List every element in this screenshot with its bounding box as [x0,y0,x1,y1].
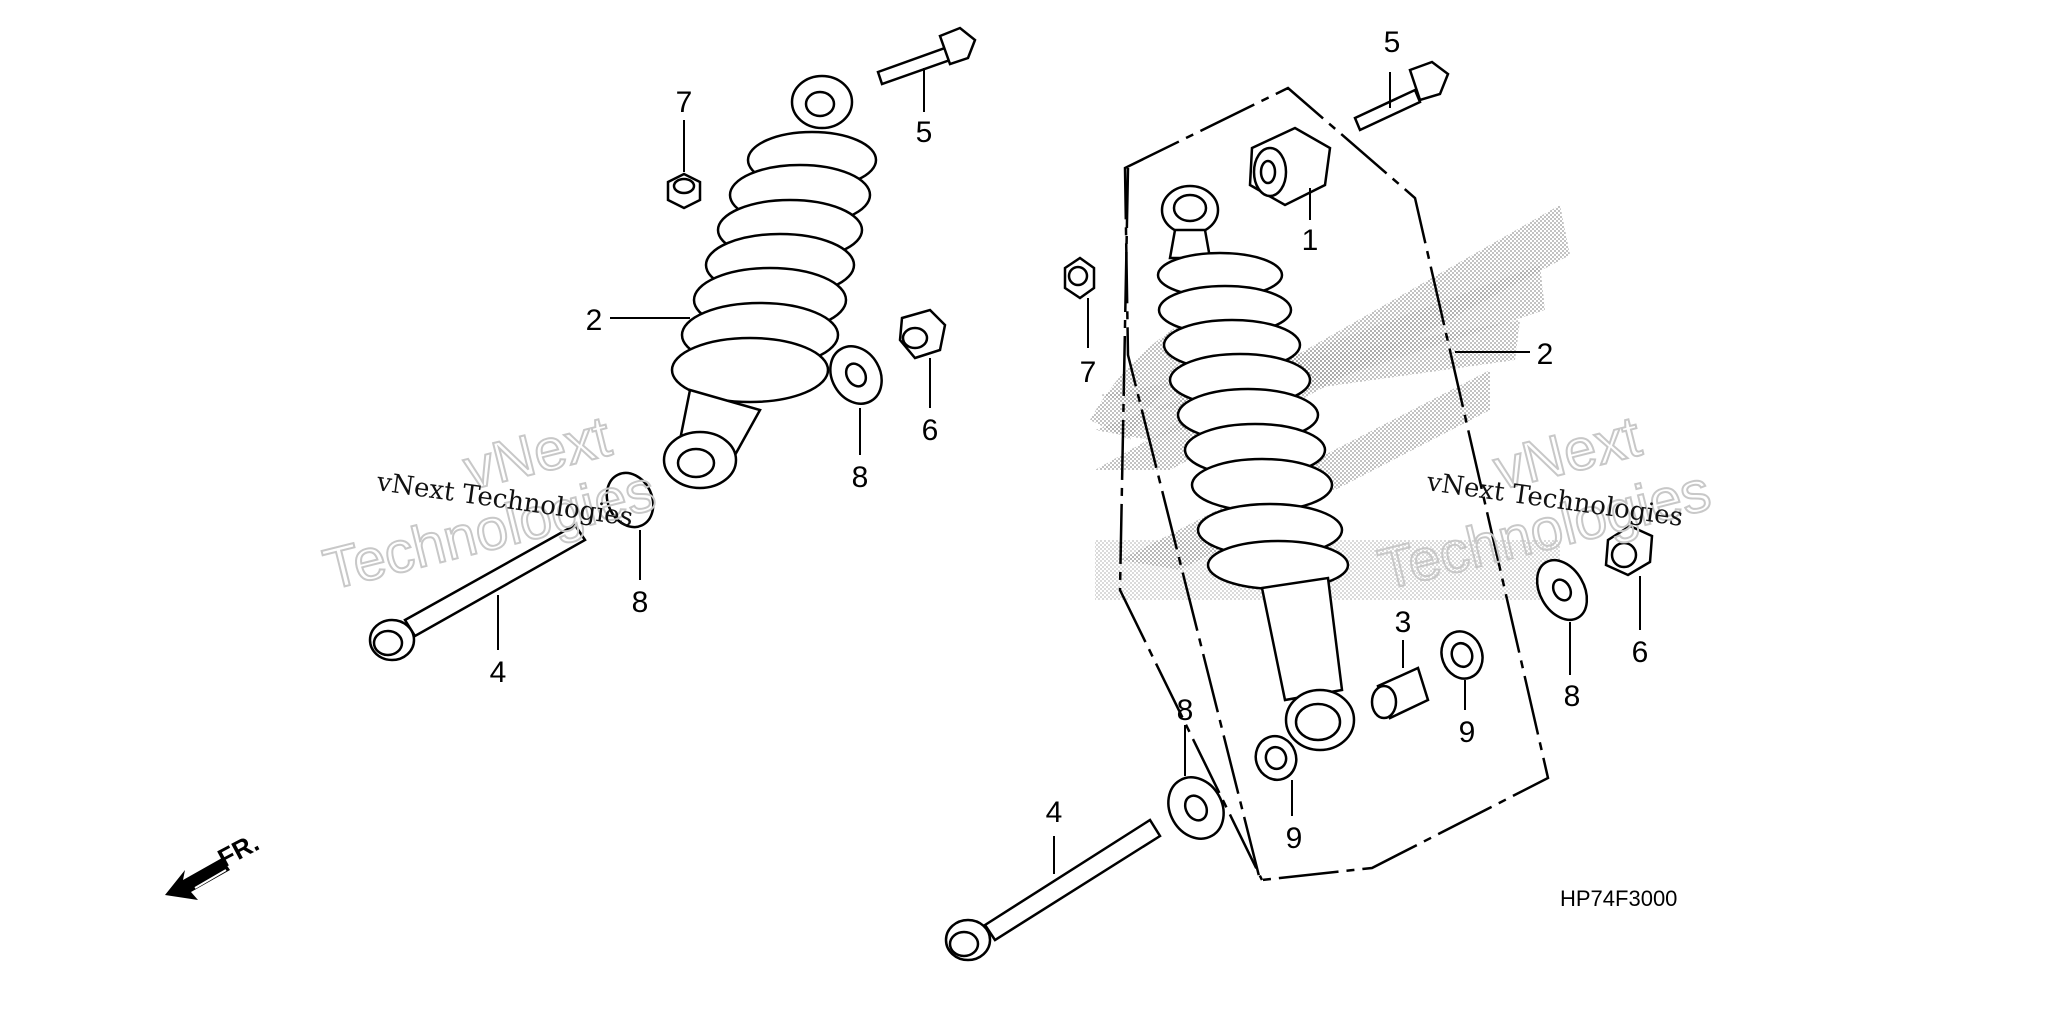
callout-left-2: 2 [586,304,603,337]
right-nut-6 [1604,524,1654,577]
assembly-boundary [1123,86,1550,882]
left-shock-absorber [662,74,878,490]
callout-right-2: 2 [1537,338,1554,371]
right-bushing-1 [1248,126,1332,207]
callout-right-6: 6 [1632,636,1649,669]
right-bolt-5 [1353,60,1450,132]
callout-left-4: 4 [490,656,507,689]
right-bushing-9a [1440,630,1484,680]
left-nut-7 [666,172,702,210]
right-spring [1156,251,1350,591]
callout-left-5: 5 [916,116,933,149]
right-nut-7 [1063,256,1096,300]
callout-right-1: 1 [1302,224,1319,257]
callout-right-8b: 8 [1177,694,1194,727]
right-bushing-9b [1254,734,1298,782]
diagram-code: HP74F3000 [1560,886,1677,911]
callout-labels: 7 5 2 8 6 8 4 5 1 7 2 6 8 3 9 8 9 4 [490,26,1649,855]
left-washer-8a [829,345,883,405]
left-spring [670,130,878,404]
right-shock-absorber [1156,184,1356,752]
left-washer-8b [605,471,655,529]
left-bolt-4 [368,523,587,662]
right-washer-8a [1535,558,1589,622]
callout-right-9a: 9 [1459,716,1476,749]
callout-left-8a: 8 [852,461,869,494]
callout-right-9b: 9 [1286,822,1303,855]
right-bolt-4 [944,818,1162,962]
callout-left-7: 7 [676,86,693,119]
right-washer-8b [1167,776,1225,840]
arrow-icon [165,858,230,900]
left-bolt-5 [876,26,977,86]
leader-lines [497,68,1641,874]
callout-left-6: 6 [922,414,939,447]
front-direction-arrow: FR. [165,827,264,900]
callout-right-5: 5 [1384,26,1401,59]
callout-right-7: 7 [1080,356,1097,389]
left-nut-6 [898,308,947,360]
callout-right-4: 4 [1046,796,1063,829]
right-collar-3 [1370,666,1430,720]
callout-right-3: 3 [1395,606,1412,639]
callout-right-8a: 8 [1564,680,1581,713]
callout-left-8b: 8 [632,586,649,619]
